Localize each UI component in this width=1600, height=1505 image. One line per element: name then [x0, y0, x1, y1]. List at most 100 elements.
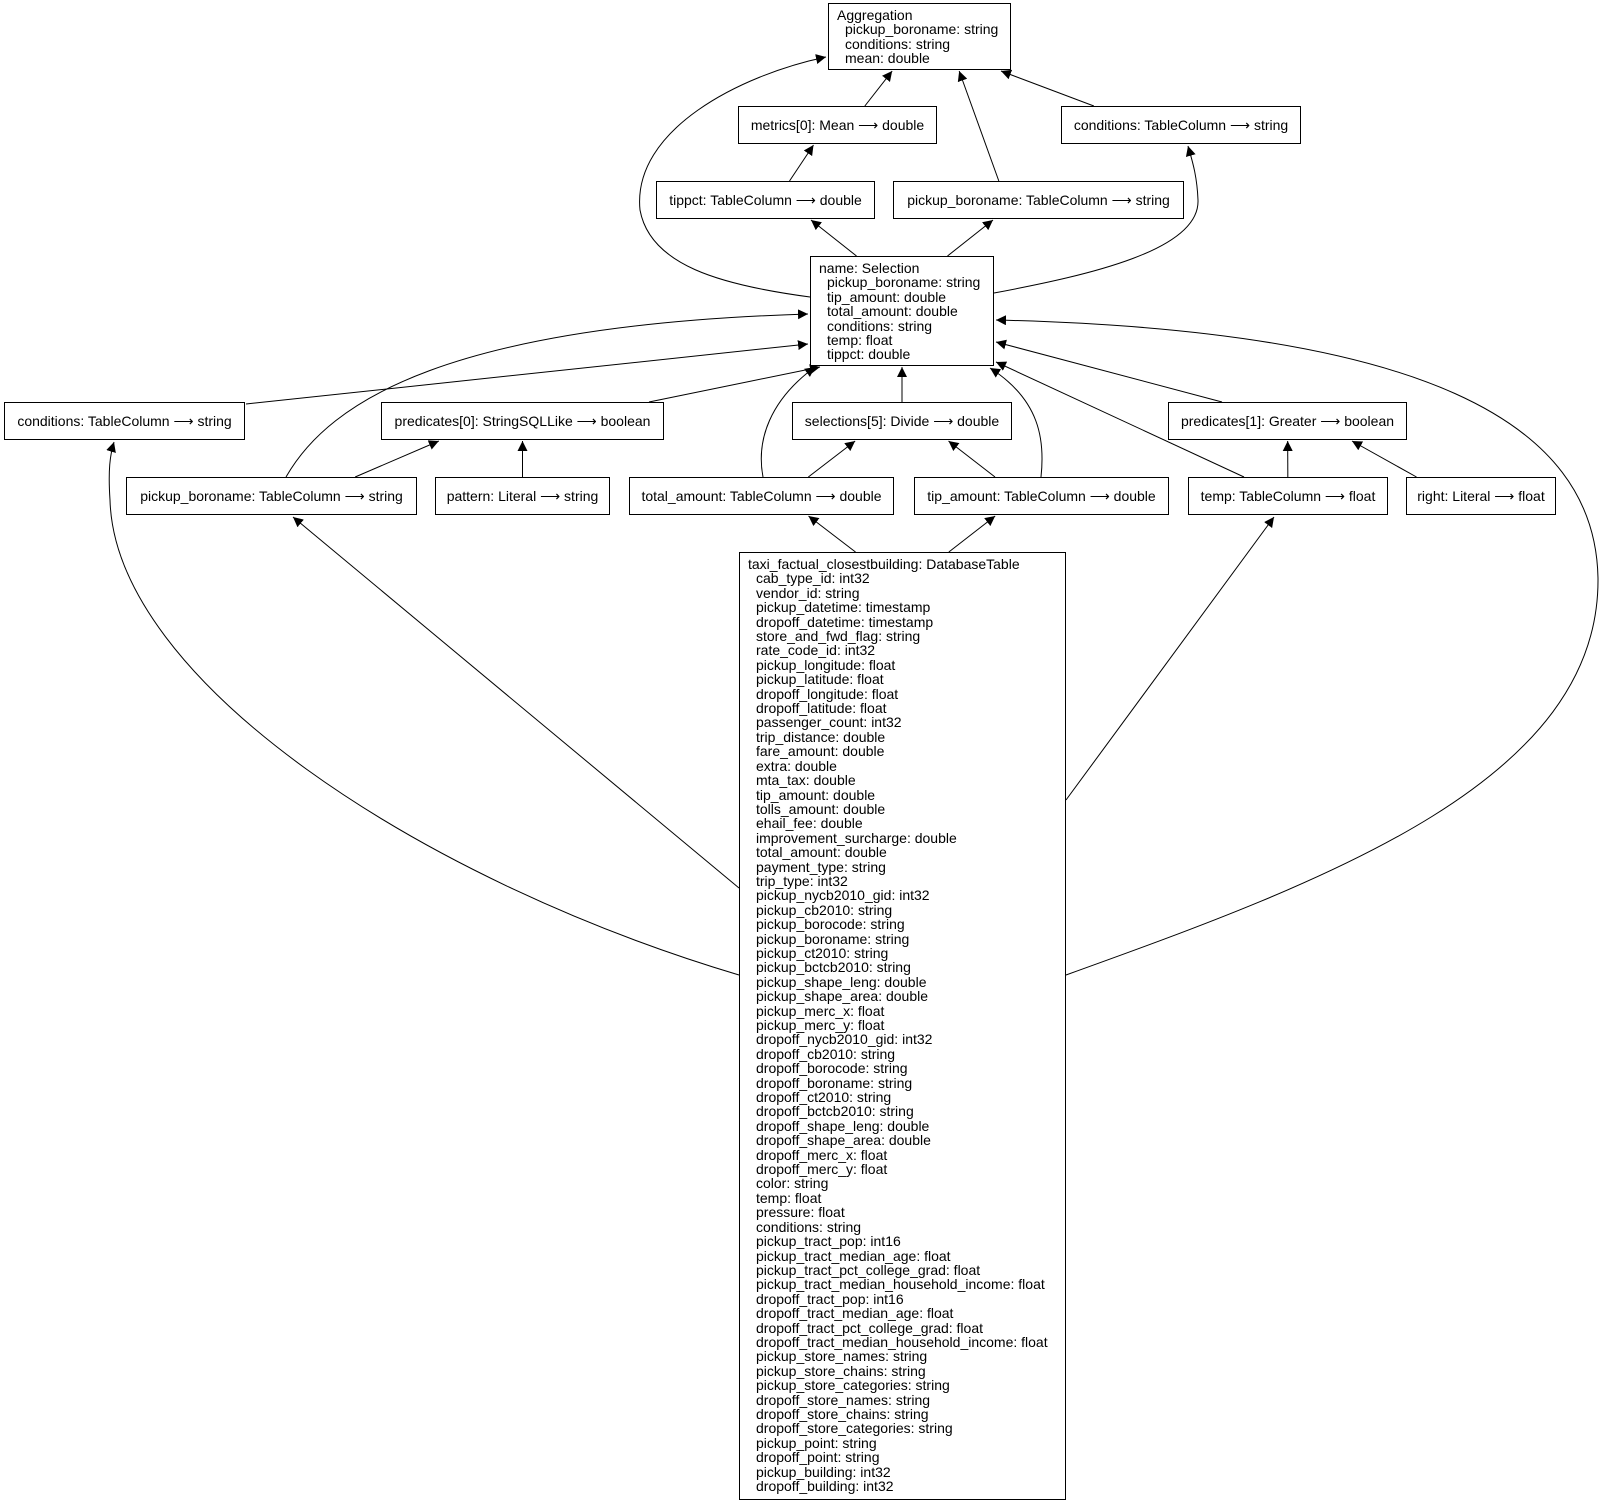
node-label: metrics[0]: Mean ⟶ double: [750, 116, 925, 133]
node-field: trip_distance: double: [756, 728, 886, 745]
node-field: pickup_boroname: string: [845, 21, 999, 38]
node-field: total_amount: double: [756, 844, 887, 861]
node-field: passenger_count: int32: [756, 714, 902, 731]
node-field: dropoff_merc_x: float: [756, 1146, 888, 1163]
node-field: improvement_surcharge: double: [756, 829, 957, 846]
node-label: conditions: TableColumn ⟶ string: [1073, 116, 1289, 133]
node-field: dropoff_tract_median_household_income: f…: [756, 1333, 1048, 1350]
node-title: taxi_factual_closestbuilding: DatabaseTa…: [748, 556, 1020, 572]
node-field: pickup_tract_median_age: float: [756, 1247, 951, 1264]
node-field: pickup_tract_pct_college_grad: float: [756, 1261, 981, 1278]
node-field: pickup_store_categories: string: [756, 1377, 950, 1394]
node-label: tippct: TableColumn ⟶ double: [669, 191, 862, 208]
node-pattern: pattern: Literal ⟶ string: [435, 477, 610, 515]
node-field: dropoff_store_chains: string: [756, 1405, 929, 1422]
node-field: dropoff_ct2010: string: [756, 1089, 892, 1106]
edge-sel-to-agg: [639, 54, 827, 298]
node-field: conditions: string: [845, 35, 951, 52]
node-field: tippct: double: [827, 346, 911, 363]
edge-tip-to-sel5: [948, 440, 996, 478]
node-field: temp: float: [756, 1189, 822, 1206]
node-field: pickup_point: string: [756, 1434, 877, 1451]
node-field: dropoff_point: string: [756, 1449, 880, 1466]
node-field: rate_code_id: int32: [756, 642, 876, 659]
node-field: payment_type: string: [756, 858, 886, 875]
node-pb-mid: pickup_boroname: TableColumn ⟶ string: [126, 477, 417, 515]
node-label: selections[5]: Divide ⟶ double: [804, 412, 1000, 429]
node-title: Aggregation: [837, 7, 913, 23]
node-field: pickup_boroname: string: [756, 930, 910, 947]
node-label: pickup_boroname: TableColumn ⟶ string: [907, 191, 1170, 208]
node-field: pickup_latitude: float: [756, 671, 884, 688]
node-field: pickup_nycb2010_gid: int32: [756, 887, 930, 904]
edge-tip-to-sel: [989, 367, 1043, 478]
node-field: tolls_amount: double: [756, 800, 886, 817]
edge-pb-mid-to-pred0: [354, 440, 440, 478]
node-field: pickup_merc_x: float: [756, 1002, 885, 1019]
node-pb-top: pickup_boroname: TableColumn ⟶ string: [893, 181, 1184, 219]
node-field: pickup_longitude: float: [756, 656, 896, 673]
node-total: total_amount: TableColumn ⟶ double: [629, 477, 894, 515]
node-field: pickup_tract_pop: int16: [756, 1233, 901, 1250]
node-field: color: string: [756, 1175, 829, 1192]
node-cond-left: conditions: TableColumn ⟶ string: [4, 402, 245, 440]
node-field: dropoff_longitude: float: [756, 685, 899, 702]
node-field: ehail_fee: double: [756, 815, 863, 832]
edge-pred0-to-sel: [648, 364, 821, 403]
node-field: pickup_datetime: timestamp: [756, 599, 931, 616]
edge-db-to-tip: [948, 515, 996, 553]
node-tippct: tippct: TableColumn ⟶ double: [656, 181, 875, 219]
node-field: pickup_store_names: string: [756, 1348, 928, 1365]
node-pred0: predicates[0]: StringSQLLike ⟶ boolean: [381, 402, 664, 440]
node-field: pickup_borocode: string: [756, 916, 905, 933]
node-sel5: selections[5]: Divide ⟶ double: [792, 402, 1012, 440]
node-field: temp: float: [827, 332, 893, 349]
node-field: mta_tax: double: [756, 772, 856, 789]
edge-db-to-pb-mid: [292, 516, 740, 889]
node-field: cab_type_id: int32: [756, 570, 870, 587]
edge-sel-to-pb-top: [947, 219, 994, 257]
edge-pred1-to-sel: [995, 339, 1223, 403]
node-label: predicates[1]: Greater ⟶ boolean: [1180, 412, 1395, 429]
edge-metrics0-to-agg: [864, 70, 893, 107]
node-label: predicates[0]: StringSQLLike ⟶ boolean: [394, 412, 651, 429]
node-metrics0: metrics[0]: Mean ⟶ double: [738, 106, 937, 144]
edge-temp-to-sel: [995, 361, 1245, 478]
node-pred1: predicates[1]: Greater ⟶ boolean: [1168, 402, 1407, 440]
node-field: dropoff_shape_area: double: [756, 1132, 931, 1149]
node-field: dropoff_boroname: string: [756, 1074, 913, 1091]
node-field: vendor_id: string: [756, 584, 860, 601]
edge-pb-top-to-agg: [957, 70, 1000, 182]
node-right: right: Literal ⟶ float: [1406, 477, 1556, 515]
edge-tippct-to-metrics0: [789, 144, 814, 182]
edge-db-to-temp: [1065, 516, 1275, 801]
node-field: dropoff_bctcb2010: string: [756, 1103, 914, 1120]
node-field: trip_type: int32: [756, 872, 848, 889]
node-label: pickup_boroname: TableColumn ⟶ string: [140, 487, 403, 504]
node-field: dropoff_datetime: timestamp: [756, 613, 934, 630]
node-field: pickup_merc_y: float: [756, 1017, 885, 1033]
node-field: extra: double: [756, 757, 837, 774]
node-label: total_amount: TableColumn ⟶ double: [641, 487, 882, 504]
node-field: dropoff_cb2010: string: [756, 1045, 896, 1062]
node-field: dropoff_store_categories: string: [756, 1420, 953, 1437]
node-field: store_and_fwd_flag: string: [756, 628, 921, 645]
node-field: pickup_building: int32: [756, 1463, 891, 1480]
edge-right-to-pred1: [1351, 440, 1417, 478]
edge-cond-top-to-agg: [1000, 69, 1095, 107]
node-field: dropoff_tract_pop: int16: [756, 1290, 904, 1307]
node-title: name: Selection: [819, 260, 920, 276]
edge-db-to-sel: [995, 315, 1599, 976]
node-field: dropoff_building: int32: [756, 1478, 894, 1494]
node-field: pickup_shape_leng: double: [756, 973, 927, 990]
edge-total-to-sel5: [808, 440, 856, 478]
node-temp: temp: TableColumn ⟶ float: [1188, 477, 1388, 515]
node-field: pickup_boroname: string: [827, 274, 981, 291]
node-field: conditions: string: [756, 1218, 862, 1235]
node-db: taxi_factual_closestbuilding: DatabaseTa…: [739, 552, 1066, 1500]
node-field: pressure: float: [756, 1204, 845, 1221]
node-field: mean: double: [845, 50, 930, 67]
node-field: pickup_bctcb2010: string: [756, 959, 911, 976]
node-field: total_amount: double: [827, 303, 958, 320]
